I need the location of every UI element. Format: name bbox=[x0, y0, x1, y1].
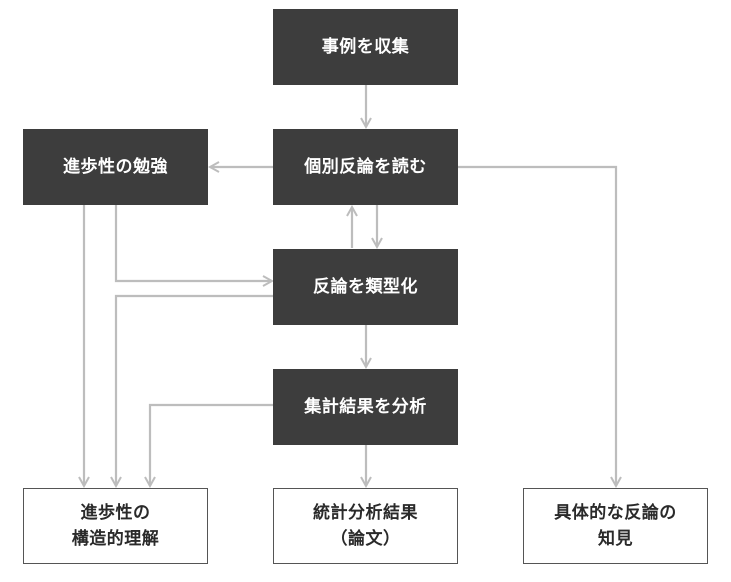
node-label: 個別反論を読む bbox=[304, 154, 427, 180]
arrow-analyze-to-understanding bbox=[150, 405, 273, 486]
node-collect-cases: 事例を収集 bbox=[273, 9, 458, 85]
arrow-study-to-categorize bbox=[116, 205, 272, 281]
arrow-read-to-insights bbox=[458, 167, 616, 486]
node-read-rebuttals: 個別反論を読む bbox=[273, 129, 458, 205]
node-label-line2: 知見 bbox=[598, 526, 633, 552]
node-structural-understanding: 進歩性の 構造的理解 bbox=[23, 488, 208, 564]
node-label-line1: 進歩性の bbox=[81, 500, 151, 526]
node-label-line2: （論文） bbox=[331, 526, 401, 552]
node-study-progressivism: 進歩性の勉強 bbox=[23, 129, 208, 205]
node-stats-results: 統計分析結果 （論文） bbox=[273, 488, 458, 564]
node-label: 事例を収集 bbox=[322, 34, 410, 60]
node-label: 反論を類型化 bbox=[313, 274, 418, 300]
arrow-categorize-to-understanding bbox=[116, 296, 273, 486]
node-label: 進歩性の勉強 bbox=[63, 154, 168, 180]
node-analyze-tallies: 集計結果を分析 bbox=[273, 369, 458, 445]
node-label: 集計結果を分析 bbox=[304, 394, 427, 420]
node-label-line2: 構造的理解 bbox=[72, 526, 160, 552]
node-categorize-rebuttals: 反論を類型化 bbox=[273, 249, 458, 325]
node-label-line1: 具体的な反論の bbox=[554, 500, 677, 526]
node-specific-insights: 具体的な反論の 知見 bbox=[523, 488, 708, 564]
node-label-line1: 統計分析結果 bbox=[313, 500, 418, 526]
